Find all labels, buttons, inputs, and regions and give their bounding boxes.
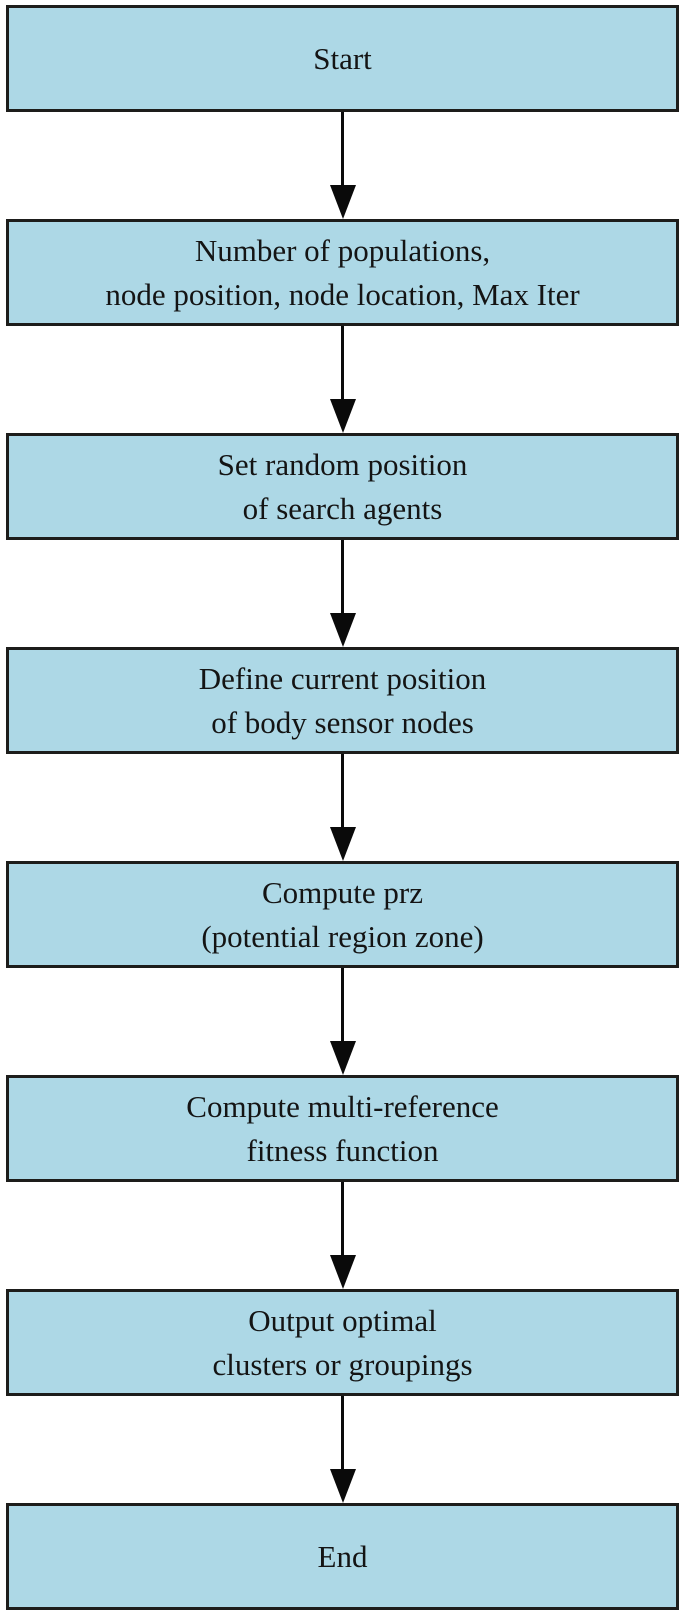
arrow-shaft — [341, 754, 344, 827]
arrow-shaft — [341, 1182, 344, 1255]
node-compute-fitness-label-line1: Compute multi-reference — [186, 1088, 499, 1124]
arrow-down-icon — [329, 1255, 356, 1289]
arrow-shaft — [341, 326, 344, 399]
node-parameters: Number of populations, node position, no… — [6, 219, 679, 326]
node-set-random-position-label-line1: Set random position — [217, 446, 468, 482]
arrow-shaft — [341, 968, 344, 1041]
node-end: End — [6, 1503, 679, 1610]
arrow-down-icon — [329, 1041, 356, 1075]
node-compute-prz-label-line1: Compute prz — [262, 874, 423, 910]
node-define-current-position-label-line1: Define current position — [198, 660, 487, 696]
arrow-down-icon — [329, 399, 356, 433]
connector-current-prz — [6, 754, 679, 861]
node-set-random-position: Set random position of search agents — [6, 433, 679, 540]
node-output-clusters: Output optimal clusters or groupings — [6, 1289, 679, 1396]
node-start-label: Start — [313, 40, 372, 76]
connector-fitness-output — [6, 1182, 679, 1289]
arrow-shaft — [341, 540, 344, 613]
node-output-clusters-label-line2: clusters or groupings — [212, 1346, 473, 1382]
node-compute-fitness: Compute multi-reference fitness function — [6, 1075, 679, 1182]
node-compute-prz: Compute prz (potential region zone) — [6, 861, 679, 968]
node-set-random-position-label-line2: of search agents — [242, 490, 443, 526]
connector-start-parameters — [6, 112, 679, 219]
connector-output-end — [6, 1396, 679, 1503]
arrow-shaft — [341, 1396, 344, 1469]
arrow-down-icon — [329, 613, 356, 647]
node-end-label: End — [317, 1538, 368, 1574]
node-start: Start — [6, 5, 679, 112]
node-compute-prz-label-line2: (potential region zone) — [201, 918, 484, 954]
node-parameters-label-line1: Number of populations, — [194, 232, 491, 268]
connector-random-current — [6, 540, 679, 647]
node-parameters-label-line2: node position, node location, Max Iter — [105, 276, 580, 312]
arrow-down-icon — [329, 185, 356, 219]
arrow-down-icon — [329, 1469, 356, 1503]
node-define-current-position: Define current position of body sensor n… — [6, 647, 679, 754]
arrow-down-icon — [329, 827, 356, 861]
node-define-current-position-label-line2: of body sensor nodes — [211, 704, 474, 740]
connector-prz-fitness — [6, 968, 679, 1075]
arrow-shaft — [341, 112, 344, 185]
node-compute-fitness-label-line2: fitness function — [246, 1132, 439, 1168]
node-output-clusters-label-line1: Output optimal — [248, 1302, 437, 1338]
connector-parameters-random — [6, 326, 679, 433]
